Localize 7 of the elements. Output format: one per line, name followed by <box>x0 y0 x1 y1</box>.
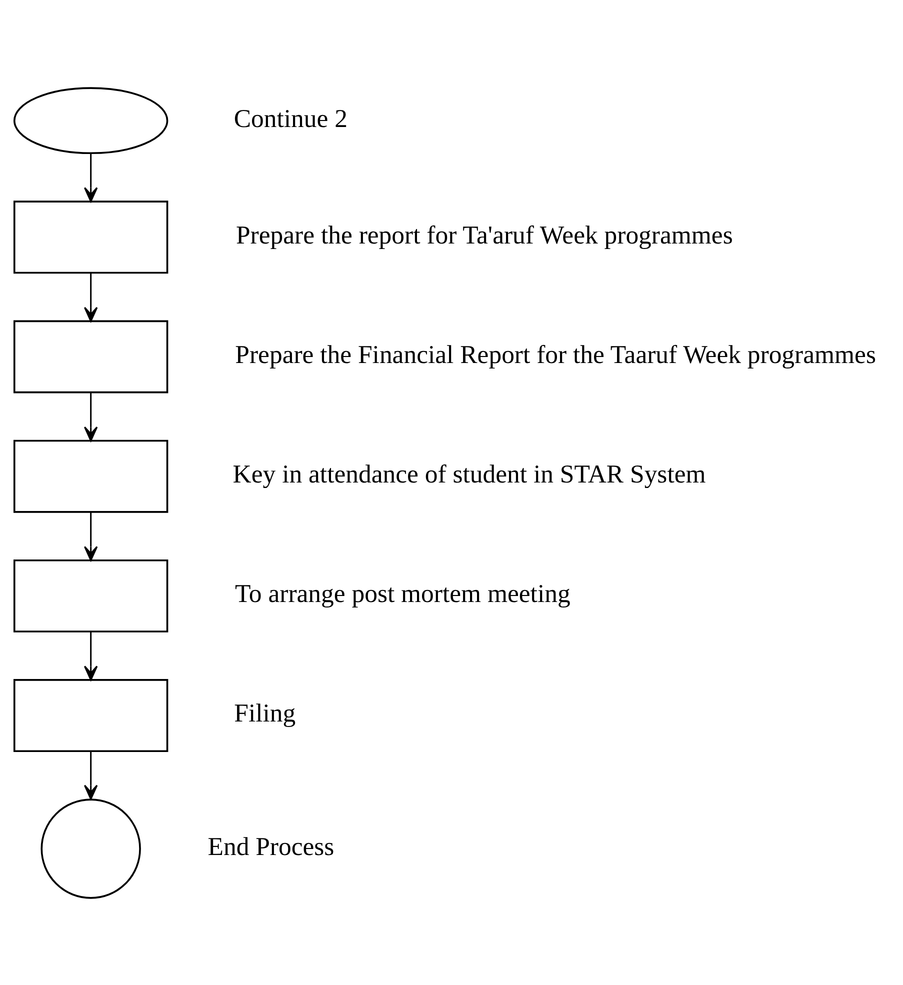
node-label: Prepare the report for Ta'aruf Week programmes <box>236 220 733 249</box>
node-label: Key in attendance of student in STAR System <box>232 459 706 488</box>
node-label: End Process <box>208 831 334 860</box>
node-label: To arrange post mortem meeting <box>235 578 570 608</box>
node-label: Filing <box>234 698 296 728</box>
node-label: Prepare the Financial Report for the Taaruf Week programmes <box>235 339 876 368</box>
node-label: Continue 2 <box>234 103 348 132</box>
